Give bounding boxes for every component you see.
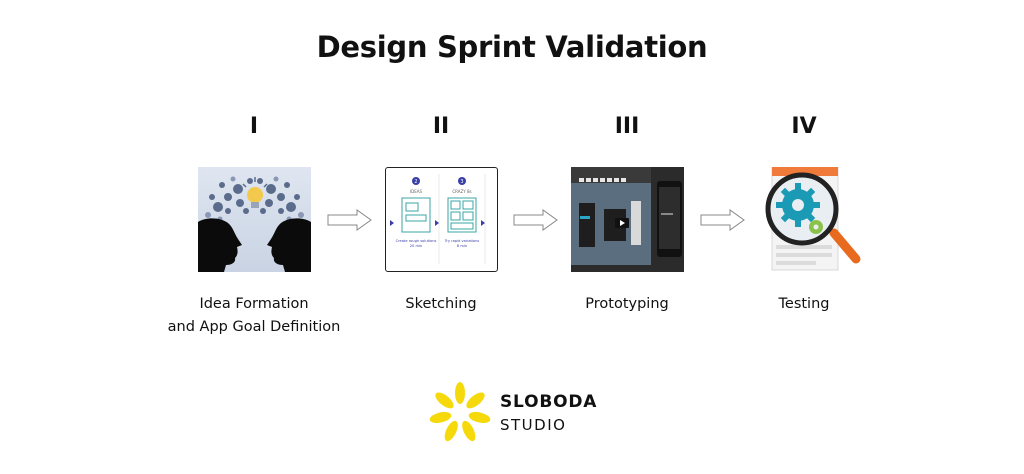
- step-1-caption: Idea Formation and App Goal Definition: [139, 293, 369, 339]
- sketch-header-a: IDEAS: [410, 189, 423, 194]
- testing-image: [760, 167, 870, 272]
- sketch-step-b: 3: [460, 179, 463, 185]
- step-3-caption: Prototyping: [585, 296, 669, 312]
- idea-formation-image: [198, 167, 311, 272]
- sketch-note-b-2: 8 min: [457, 244, 467, 248]
- step-4-numeral: IV: [791, 114, 817, 139]
- sloboda-studio-logo: SLOBODA STUDIO: [426, 378, 626, 448]
- arrow-right-icon: [327, 209, 372, 231]
- step-1-caption-line1: Idea Formation: [199, 296, 309, 312]
- sketch-note-a-1: Create rough solutions: [396, 239, 437, 243]
- brand-subtitle: STUDIO: [500, 416, 567, 434]
- step-2-caption: Sketching: [405, 296, 477, 312]
- step-1-caption-line2: and App Goal Definition: [167, 319, 341, 335]
- sketch-step-a: 2: [414, 179, 417, 185]
- arrow-right-icon: [513, 209, 558, 231]
- flower-logo-icon: [429, 382, 491, 442]
- step-3-numeral: III: [614, 114, 640, 139]
- step-4-caption: Testing: [778, 296, 830, 312]
- diagram-title: Design Sprint Validation: [316, 30, 708, 64]
- arrow-right-icon: [700, 209, 745, 231]
- step-2-numeral: II: [432, 114, 450, 139]
- brand-name: SLOBODA: [500, 392, 598, 412]
- sketch-header-b: CRAZY 8s: [452, 189, 471, 194]
- prototyping-image: [571, 167, 684, 272]
- sketching-image: 2 3 IDEAS CRAZY 8s Create rough solution…: [385, 167, 498, 272]
- sketch-note-a-2: 20 min: [410, 244, 423, 248]
- sketch-note-b-1: Try rapid variations: [444, 239, 480, 243]
- step-1-numeral: I: [249, 114, 259, 139]
